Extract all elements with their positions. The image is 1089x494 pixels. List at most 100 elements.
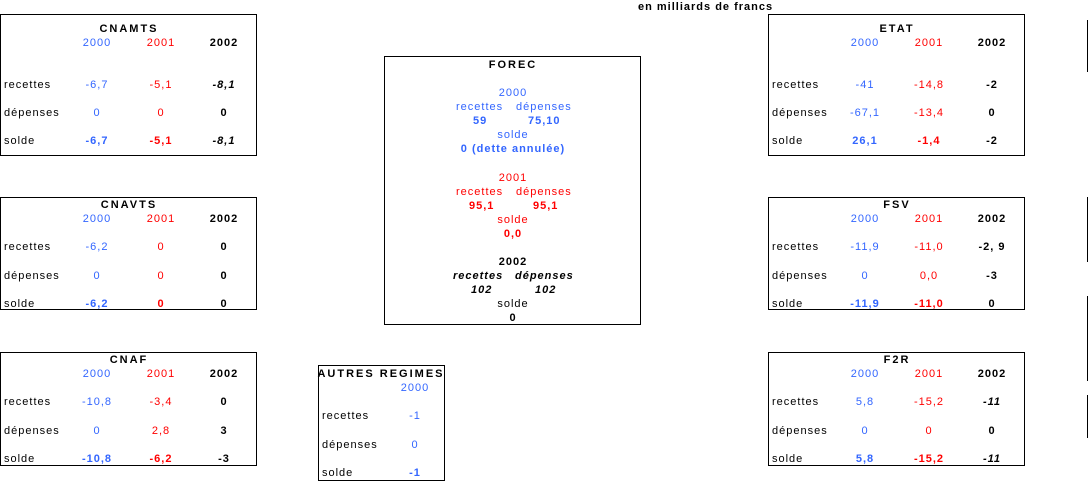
row-label: solde (4, 453, 36, 465)
year-header: 2000 (850, 368, 880, 380)
cell-value: -5,1 (149, 135, 173, 147)
cell-value: -10,8 (81, 453, 113, 465)
cell-value: -11,0 (914, 241, 944, 253)
row-label: dépenses (772, 270, 828, 282)
row-label: solde (772, 298, 804, 310)
cell-value: -3 (986, 270, 998, 282)
cell-value: -8,1 (212, 135, 236, 147)
year-header: 2002 (209, 368, 239, 380)
row-label: solde (4, 298, 36, 310)
row-label: dépenses (4, 107, 60, 119)
year-header: 2000 (82, 37, 112, 49)
cell-value: -6,2 (149, 453, 173, 465)
cell-value: -15,2 (913, 396, 945, 408)
cell-value: -3 (218, 453, 230, 465)
cell-value: -10,8 (81, 396, 113, 408)
year-header: 2001 (914, 368, 944, 380)
cell-value: 5,8 (855, 453, 875, 465)
cell-value: 0 (157, 298, 165, 310)
forec-2002-depenses: 102 (535, 284, 557, 296)
cell-value: 0 (220, 298, 228, 310)
year-header: 2000 (850, 37, 880, 49)
cell-value: 0 (861, 425, 869, 437)
year-header: 2000 (850, 213, 880, 225)
row-label: recettes (772, 241, 820, 253)
cell-value: -11,9 (850, 298, 880, 310)
cell-value: -8,1 (212, 79, 236, 91)
forec-2000-depenses: 75,10 (528, 115, 561, 127)
forec-2001-recettes: 95,1 (469, 200, 495, 212)
cell-value: -1,4 (917, 135, 941, 147)
cell-value: 0 (988, 298, 996, 310)
unit-note: en milliards de francs (638, 1, 774, 13)
box-title: CNAF (109, 354, 149, 366)
year-header: 2000 (82, 368, 112, 380)
cell-value: -11,0 (914, 298, 944, 310)
row-label-recettes: recettes (322, 410, 370, 422)
box-title: FSV (883, 199, 911, 211)
cell-value: -2 (986, 79, 998, 91)
cell-value: 0,0 (919, 270, 939, 282)
row-label: recettes (772, 79, 820, 91)
forec-2002-solde: 0 (509, 312, 517, 324)
value: -1 (409, 410, 421, 422)
row-label: dépenses (4, 425, 60, 437)
value: -1 (409, 467, 421, 479)
cell-value: -11,9 (850, 241, 880, 253)
row-label: solde (772, 453, 804, 465)
cell-value: -11 (982, 396, 1002, 408)
box-title: ETAT (879, 23, 915, 35)
row-label-depenses: dépenses (322, 439, 378, 451)
cell-value: -2, 9 (978, 241, 1006, 253)
forec-2002-solde-label: solde (497, 298, 529, 310)
cell-value: -2 (986, 135, 998, 147)
cell-value: -6,2 (85, 298, 109, 310)
year-header: 2001 (914, 213, 944, 225)
box-title: F2R (883, 354, 911, 366)
year-header: 2002 (977, 37, 1007, 49)
row-label: solde (4, 135, 36, 147)
cell-value: 0 (988, 107, 996, 119)
year-header: 2001 (914, 37, 944, 49)
cell-value: -13,4 (913, 107, 945, 119)
box-title: CNAMTS (99, 23, 159, 35)
row-label: dépenses (772, 107, 828, 119)
year-header: 2002 (977, 213, 1007, 225)
cell-value: 0 (988, 425, 996, 437)
year-header: 2001 (146, 213, 176, 225)
forec-2002-year: 2002 (498, 256, 528, 268)
cell-value: 0 (220, 396, 228, 408)
cell-value: -15,2 (913, 453, 945, 465)
forec-2001-depenses: 95,1 (533, 200, 559, 212)
edge-line (1087, 20, 1088, 72)
box-forec: FOREC 2000 recettes dépenses 59 75,10 so… (384, 56, 641, 325)
cell-value: 0 (93, 107, 101, 119)
row-label-solde: solde (322, 467, 354, 479)
cell-value: -6,7 (85, 79, 109, 91)
edge-line (1087, 395, 1088, 438)
row-label: dépenses (772, 425, 828, 437)
forec-2002-recettes-label: recettes (453, 270, 504, 282)
forec-2000-recettes: 59 (473, 115, 488, 127)
forec-2001-recettes-label: recettes (456, 186, 504, 198)
year-header: 2001 (146, 368, 176, 380)
row-label: recettes (4, 396, 52, 408)
cell-value: 0 (925, 425, 933, 437)
forec-2000-year: 2000 (498, 87, 528, 99)
cell-value: 3 (220, 425, 228, 437)
box-title: FOREC (488, 59, 538, 71)
cell-value: 0 (157, 107, 165, 119)
row-label: recettes (4, 241, 52, 253)
year-header: 2002 (209, 213, 239, 225)
row-label: recettes (4, 79, 52, 91)
cell-value: -67,1 (849, 107, 881, 119)
value: 0 (411, 439, 419, 451)
cell-value: -3,4 (149, 396, 173, 408)
cell-value: -6,7 (85, 135, 109, 147)
cell-value: -11 (982, 453, 1002, 465)
forec-2000-solde: 0 (dette annulée) (460, 143, 566, 155)
cell-value: 2,8 (151, 425, 171, 437)
